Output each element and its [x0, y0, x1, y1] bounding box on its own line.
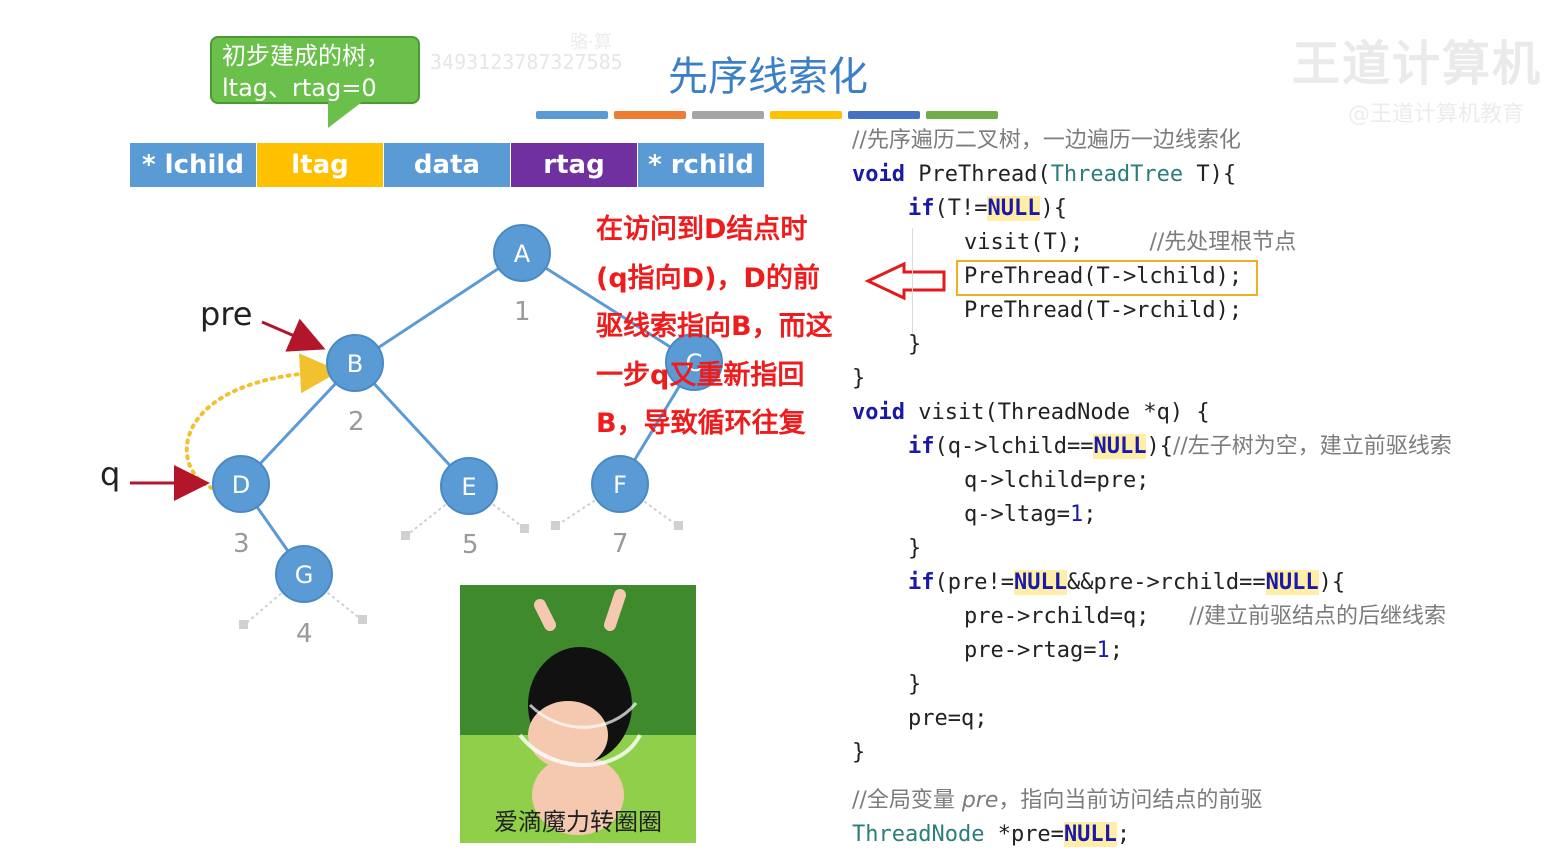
field-rtag: rtag — [511, 143, 638, 187]
title-stripe-3 — [692, 111, 764, 119]
pre-pointer-label: pre — [200, 295, 252, 333]
code-line-8: } — [852, 366, 866, 391]
tree-node-a — [493, 224, 551, 282]
highlight-box-prethread-lchild — [956, 260, 1258, 296]
callout-bubble: 初步建成的树， ltag、rtag=0 — [210, 36, 420, 104]
code-line-19: } — [852, 740, 866, 765]
code-line-15: pre->rchild=q; //建立前驱结点的后继线索 — [964, 604, 1447, 629]
tree-node-b — [326, 334, 384, 392]
code-line-20: //全局变量 pre，指向当前访问结点的前驱 — [852, 788, 1263, 813]
brand-subtitle: @王道计算机教育 — [1348, 102, 1525, 127]
slide-title: 先序线索化 — [668, 54, 868, 100]
tree-node-d — [212, 455, 270, 513]
code-line-2: void PreThread(ThreadTree T){ — [852, 162, 1237, 187]
code-line-7: } — [908, 332, 922, 357]
tree-node-label-a: A — [514, 240, 531, 268]
title-color-stripes — [536, 111, 998, 119]
meme-illustration — [460, 585, 696, 843]
title-stripe-4 — [770, 111, 842, 119]
code-line-4: visit(T); //先处理根节点 — [964, 230, 1297, 255]
code-line-5: PreThread(T->lchild); — [964, 264, 1243, 289]
code-line-6: PreThread(T->rchild); — [964, 298, 1243, 323]
edge-a-c — [521, 251, 695, 364]
tree-node-g — [275, 545, 333, 603]
code-line-18: pre=q; — [908, 706, 988, 731]
spinning-meme-image: 爱滴魔力转圈圈 — [460, 585, 696, 843]
visit-order-f: 7 — [612, 529, 629, 559]
title-stripe-6 — [926, 111, 998, 119]
callout-line-2: ltag、rtag=0 — [222, 74, 377, 102]
pre-pointer-arrow — [261, 318, 326, 352]
code-line-16: pre->rtag=1; — [964, 638, 1123, 663]
callout-line-1: 初步建成的树， — [222, 42, 390, 70]
code-line-10: if(q->lchild==NULL){//左子树为空，建立前驱线索 — [908, 434, 1452, 459]
brand-logo: 王道计算机 — [1292, 36, 1543, 92]
title-stripe-5 — [848, 111, 920, 119]
tree-node-label-b: B — [347, 350, 363, 378]
field-rchild: * rchild — [638, 143, 765, 187]
visit-order-d: 3 — [233, 529, 250, 559]
code-line-13: } — [908, 536, 922, 561]
title-stripe-1 — [536, 111, 608, 119]
code-line-21: ThreadNode *pre=NULL; — [852, 822, 1131, 847]
tree-node-f — [591, 455, 649, 513]
indent-guide — [912, 228, 913, 336]
watermark-user-id: 3493123787327585 — [430, 50, 623, 74]
loop-explanation: 在访问到D结点时(q指向D)，D的前驱线索指向B，而这一步q又重新指回B，导致循… — [596, 214, 833, 439]
code-line-1: //先序遍历二叉树，一边遍历一边线索化 — [852, 128, 1241, 153]
q-pointer-label: q — [100, 455, 120, 493]
visit-order-b: 2 — [348, 407, 365, 437]
visit-order-g: 4 — [296, 619, 313, 649]
watermark-user-name: 骆·算 — [570, 32, 612, 53]
code-line-17: } — [908, 672, 922, 697]
tree-node-label-e: E — [461, 473, 476, 501]
tree-node-label-c: C — [686, 349, 703, 377]
code-line-3: if(T!=NULL){ — [908, 196, 1067, 221]
code-line-9: void visit(ThreadNode *q) { — [852, 400, 1210, 425]
visit-order-e: 5 — [462, 530, 479, 560]
tree-node-label-g: G — [295, 561, 314, 589]
tree-node-c — [665, 333, 723, 391]
code-line-12: q->ltag=1; — [964, 502, 1097, 527]
callout-tail — [328, 102, 362, 128]
tree-node-label-f: F — [613, 471, 627, 499]
visit-order-a: 1 — [514, 297, 531, 327]
meme-caption: 爱滴魔力转圈圈 — [494, 808, 662, 836]
tree-node-label-d: D — [232, 471, 250, 499]
field-ltag: ltag — [257, 143, 384, 187]
code-line-11: q->lchild=pre; — [964, 468, 1150, 493]
title-stripe-2 — [614, 111, 686, 119]
hollow-left-arrow — [864, 261, 946, 301]
field-data: data — [384, 143, 511, 187]
edge-a-b — [354, 251, 523, 365]
tree-node-e — [440, 457, 498, 515]
field-lchild: * lchild — [130, 143, 257, 187]
code-line-14: if(pre!=NULL&&pre->rchild==NULL){ — [908, 570, 1346, 595]
